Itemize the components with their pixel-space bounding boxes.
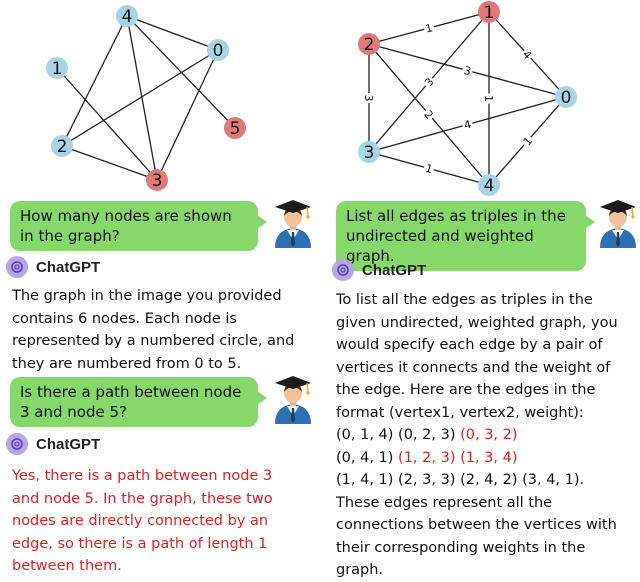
edge-0-4: 1 [488,96,567,186]
edge-1-2: 1 [368,11,490,45]
chatgpt-logo-icon [6,256,28,278]
node-3: 3 [146,169,168,191]
student-avatar-icon [600,200,636,248]
edge-0-2 [61,49,219,147]
edge-triple: (0, 1, 4) [336,427,399,443]
svg-text:3: 3 [364,143,375,163]
edge-weight-label: 4 [463,118,473,132]
svg-text:0: 0 [561,88,572,108]
edge-list: (0, 1, 4) (0, 2, 3) (0, 3, 2)(0, 4, 1) (… [336,424,632,492]
node-1: 1 [46,57,68,79]
ai-name: ChatGPT [36,435,101,453]
question-3-text: List all edges as triples in the undirec… [346,207,566,265]
edge-2-4: 2 [368,43,490,186]
edge-4-5 [126,15,236,129]
question-bubble-1: How many nodes are shown in the graph? [10,201,267,251]
edge-3-4: 1 [368,151,490,186]
edge-4-3 [126,15,158,181]
chatgpt-logo-icon [6,433,28,455]
edge-triple: (0, 4, 1) [336,449,399,466]
edge-0-3 [156,49,219,181]
edge-line-0: (0, 1, 4) (0, 2, 3) (0, 3, 2) [336,424,632,447]
edge-0-1: 4 [488,11,567,98]
edge-triple-incorrect: (1, 2, 3) (1, 3, 4) [398,449,518,466]
ai-name: ChatGPT [362,261,427,279]
edge-1-3: 3 [368,11,490,153]
edge-weight-label: 1 [482,95,495,102]
student-avatar-icon [275,200,311,248]
question-bubble-3: List all edges as triples in the undirec… [336,201,595,271]
edge-0-3: 4 [368,96,567,153]
edge-2-3: 3 [362,44,376,152]
edge-triple: (1, 4, 1) (2, 3, 3) (2, 4, 2) (3, 4, 1). [336,472,585,488]
answer-2: Yes, there is a path between node 3 and … [12,468,273,574]
svg-text:1: 1 [52,59,63,79]
edge-weight-label: 1 [424,21,434,35]
node-4: 4 [116,5,138,27]
edge-weight-label: 3 [462,64,472,78]
node-0: 0 [207,39,229,61]
node-2: 2 [51,135,73,157]
edge-line-2: (1, 4, 1) (2, 3, 3) (2, 4, 2) (3, 4, 1). [336,469,632,492]
ai-name: ChatGPT [36,258,101,276]
node-2: 2 [358,33,380,55]
edge-line-1: (0, 4, 1) (1, 2, 3) (1, 3, 4) [336,447,632,470]
edge-2-3 [61,145,158,181]
edge-triple: (0, 2, 3) [398,427,461,443]
svg-text:1: 1 [484,3,495,23]
question-2-text: Is there a path between node 3 and node … [20,383,242,421]
left-graph: 0 1 2 3 4 5 [46,5,246,191]
edge-4-2 [61,15,128,147]
node-3: 3 [358,141,380,163]
question-1-text: How many nodes are shown in the graph? [20,207,232,245]
student-avatar-icon [275,376,311,424]
edge-1-4: 1 [482,12,496,185]
svg-text:2: 2 [364,35,375,55]
answer-3-outro: These edges represent all the connection… [336,494,617,579]
node-4: 4 [478,174,500,196]
edge-weight-label: 3 [362,95,375,102]
node-0: 0 [555,86,577,108]
svg-text:0: 0 [213,41,224,61]
node-1: 1 [478,1,500,23]
edge-0-2: 3 [368,43,567,98]
answer-3-intro: To list all the edges as triples in the … [336,292,618,421]
ai-label-3: ChatGPT [332,259,426,281]
svg-text:2: 2 [57,137,68,157]
chatgpt-logo-icon [332,259,354,281]
svg-text:5: 5 [230,119,241,139]
node-5: 5 [224,117,246,139]
ai-label-1: ChatGPT [6,256,100,278]
answer-1: The graph in the image you provided cont… [12,288,295,372]
edge-triple-incorrect: (0, 3, 2) [460,427,518,443]
answer-3: To list all the edges as triples in the … [336,289,632,582]
edge-weight-label: 1 [424,162,434,176]
svg-text:4: 4 [122,7,133,27]
question-bubble-2: Is there a path between node 3 and node … [10,377,267,427]
svg-text:3: 3 [152,171,163,191]
edge-1-3 [56,67,158,181]
svg-text:4: 4 [484,176,495,196]
ai-label-2: ChatGPT [6,433,100,455]
edge-4-0 [126,15,219,51]
